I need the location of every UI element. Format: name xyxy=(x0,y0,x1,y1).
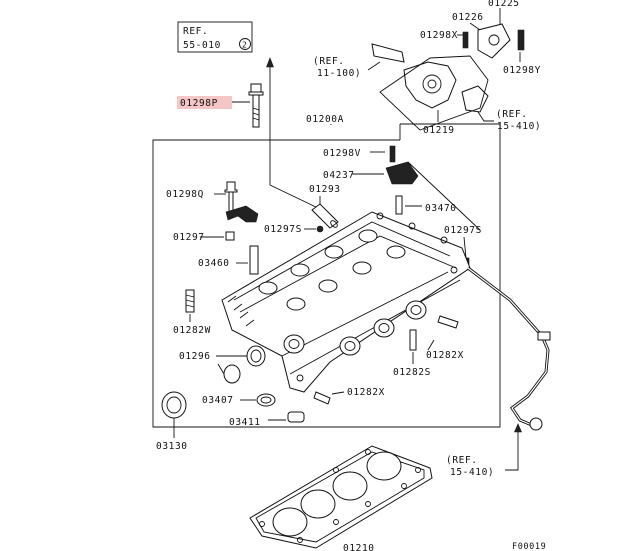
label-01296[interactable]: 01296 xyxy=(179,351,211,362)
ref-15-410-b-line2[interactable]: 15-410) xyxy=(450,467,494,478)
label-03411[interactable]: 03411 xyxy=(229,417,261,428)
ref-15-a-leader xyxy=(477,111,494,122)
cylinder-head-01200A[interactable] xyxy=(221,211,471,393)
pipe-fitting-bottom[interactable] xyxy=(529,417,543,431)
label-03470[interactable]: 03470 xyxy=(425,203,457,214)
bolt-01298X-top[interactable] xyxy=(462,31,469,49)
dowel-01297S-left[interactable] xyxy=(316,225,324,233)
tube-01293[interactable] xyxy=(311,203,339,229)
label-01200A[interactable]: 01200A xyxy=(306,114,344,125)
label-01219[interactable]: 01219 xyxy=(423,125,455,136)
bolt-01298Y[interactable] xyxy=(517,29,525,51)
ref-15-410-a-line2[interactable]: 15-410) xyxy=(497,121,541,132)
dowel-01297[interactable] xyxy=(225,231,235,241)
label-01298Y[interactable]: 01298Y xyxy=(503,65,541,76)
oil-pipe[interactable] xyxy=(467,266,550,428)
hose-pipe-ref-11 xyxy=(371,43,405,63)
bolt-01298V[interactable] xyxy=(389,145,396,163)
ref-11-100-line1[interactable]: (REF. xyxy=(313,56,345,67)
label-01298Q[interactable]: 01298Q xyxy=(166,189,204,200)
label-01282X-bottom[interactable]: 01282X xyxy=(347,387,385,398)
label-01282S[interactable]: 01282S xyxy=(393,367,431,378)
label-01297S-left[interactable]: 01297S xyxy=(264,224,302,235)
ref-55-arrow-line xyxy=(269,65,319,209)
label-01298X-top[interactable]: 01298X xyxy=(420,30,458,41)
oring-03407[interactable] xyxy=(256,393,276,407)
label-01297S-right[interactable]: 01297S xyxy=(444,225,482,236)
assembly-frame xyxy=(152,123,501,428)
seal-03470[interactable] xyxy=(395,195,403,215)
svg-text:REF.: REF. xyxy=(183,26,208,37)
label-01298P[interactable]: 01298P xyxy=(180,98,218,109)
sensor-04237[interactable] xyxy=(385,161,419,185)
ref-55-010-box[interactable]: REF. 55-010 2 xyxy=(177,21,253,53)
seal-03130[interactable] xyxy=(161,391,187,419)
label-04237[interactable]: 04237 xyxy=(323,170,355,181)
stud-01282X-right-b[interactable] xyxy=(409,329,417,351)
label-03460[interactable]: 03460 xyxy=(198,258,230,269)
stud-01282X-right-a[interactable] xyxy=(437,315,459,329)
figure-code: F00019 xyxy=(512,542,546,551)
stud-01282X-bottom[interactable] xyxy=(313,391,331,405)
tube-03460[interactable] xyxy=(249,245,259,275)
label-01226[interactable]: 01226 xyxy=(452,12,484,23)
ref-15-b-leader xyxy=(505,430,519,471)
bolt-01298Q[interactable] xyxy=(224,181,238,213)
water-outlet-fitting[interactable] xyxy=(461,85,489,113)
oring-small[interactable] xyxy=(223,364,241,384)
cam-cap[interactable] xyxy=(225,205,259,223)
label-03130[interactable]: 03130 xyxy=(156,441,188,452)
head-gasket-01210[interactable] xyxy=(249,445,433,549)
ref-15-410-b-line1[interactable]: (REF. xyxy=(446,455,478,466)
circled-number xyxy=(239,38,251,50)
group-leader xyxy=(379,55,489,131)
label-01293[interactable]: 01293 xyxy=(309,184,341,195)
ref-11-100-line2[interactable]: 11-100) xyxy=(317,68,361,79)
ref-55-arrowhead xyxy=(266,57,274,68)
svg-text:2: 2 xyxy=(242,41,247,50)
bolt-01298P[interactable] xyxy=(248,83,264,128)
label-01298V[interactable]: 01298V xyxy=(323,148,361,159)
gasket-01226[interactable] xyxy=(477,23,511,59)
svg-text:55-010: 55-010 xyxy=(183,40,221,51)
thermostat-housing-01219[interactable] xyxy=(403,61,457,109)
seal-01296[interactable] xyxy=(246,345,266,367)
label-03407[interactable]: 03407 xyxy=(202,395,234,406)
label-01225[interactable]: 01225 xyxy=(488,0,520,9)
label-01282X-right[interactable]: 01282X xyxy=(426,350,464,361)
label-01282W[interactable]: 01282W xyxy=(173,325,211,336)
label-highlight-01298P xyxy=(177,96,232,109)
label-01297[interactable]: 01297 xyxy=(173,232,205,243)
label-01210[interactable]: 01210 xyxy=(343,543,375,551)
pipe-bracket-top[interactable] xyxy=(537,331,551,341)
ref-15-410-a-line1[interactable]: (REF. xyxy=(496,109,528,120)
plug-03411[interactable] xyxy=(287,411,305,423)
